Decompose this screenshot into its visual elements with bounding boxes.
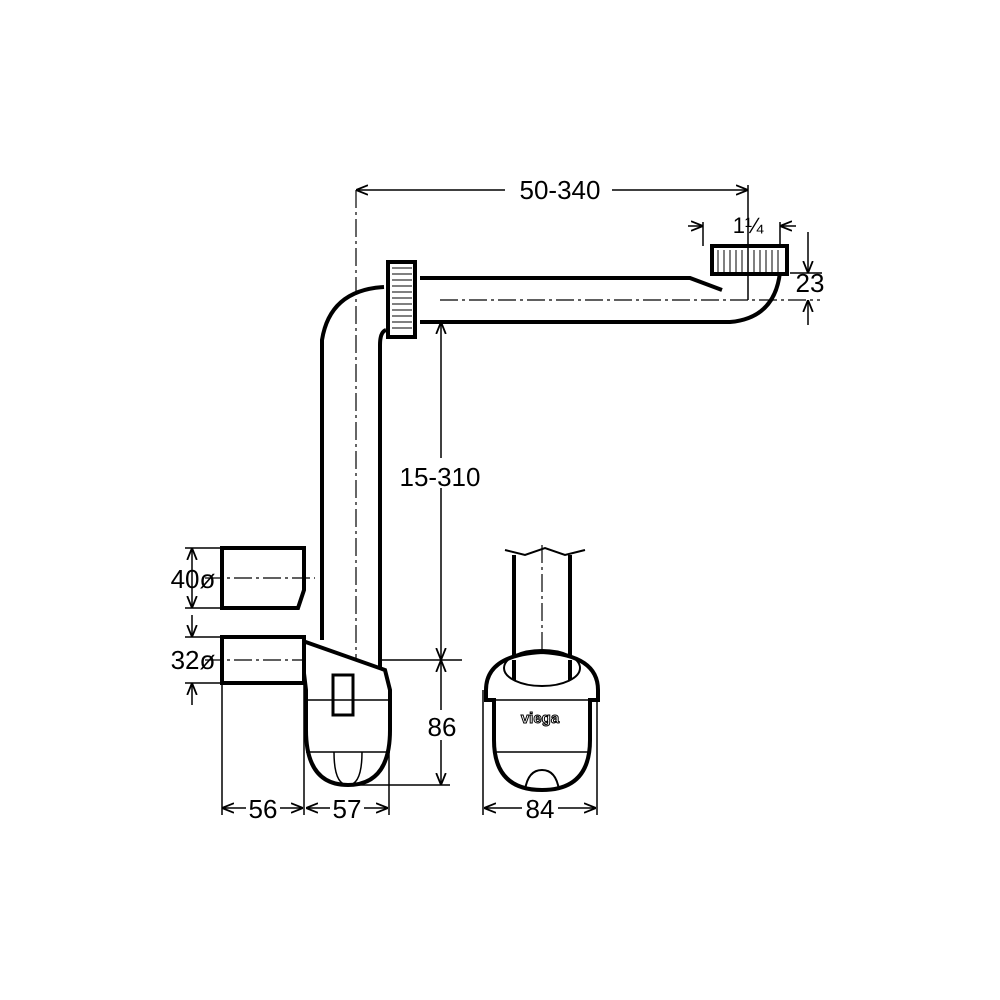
trap-clip [331,673,355,717]
horizontal-pipe-bottom [420,271,782,324]
vertical-pipe-left [320,285,385,640]
dim-connector-40: 40ø [171,564,216,594]
dim-trap-height: 86 [428,712,457,742]
horizontal-pipe-top [420,276,723,292]
trap-body [297,637,392,788]
brand-logo: viega [521,710,560,727]
front-view-siphon: viega [484,545,600,793]
side-view-siphon [205,190,820,788]
dim-connector-length: 56 [249,794,278,824]
dim-trap-depth: 57 [333,794,362,824]
dim-vertical-length: 15-310 [400,462,481,492]
dimensions: 50-340 1¼ 23 15-310 86 40ø 32ø 56 57 84 [171,175,825,824]
dim-connector-32: 32ø [171,645,216,675]
slip-nut [386,260,417,339]
dim-trap-width: 84 [526,794,555,824]
dim-outlet-height: 23 [796,268,825,298]
vertical-pipe-right [378,328,387,668]
dim-horizontal-length: 50-340 [520,175,601,205]
front-trap-body [484,649,600,793]
outlet-nut [710,244,789,276]
dim-thread-size: 1¼ [733,213,764,238]
